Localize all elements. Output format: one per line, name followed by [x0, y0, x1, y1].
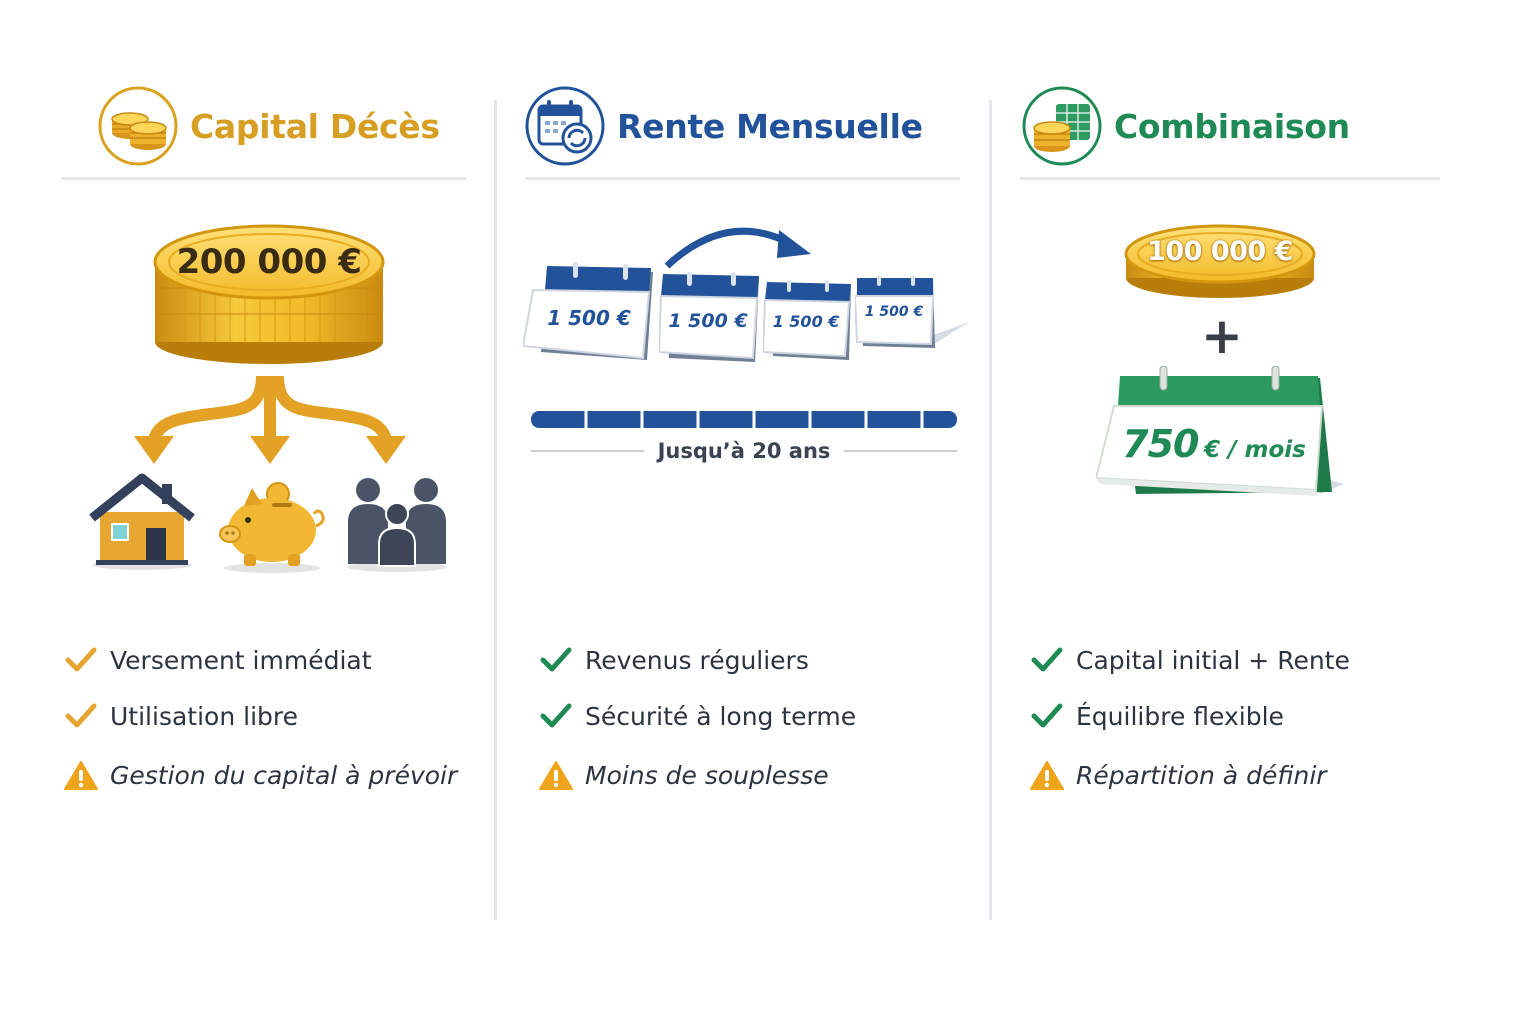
- column-divider: [494, 100, 497, 920]
- coin-stack-icon: [98, 86, 178, 166]
- calendar-amount: 1 500 €: [547, 306, 631, 330]
- feature-text: Revenus réguliers: [585, 645, 809, 675]
- calendar-amount: 1 500 €: [864, 304, 924, 320]
- capital-amount: 200 000 €: [176, 242, 362, 282]
- calendar-refresh-icon: [525, 86, 605, 166]
- coins-and-chart-icon: [1022, 86, 1102, 166]
- feature-text: Gestion du capital à prévoir: [110, 760, 458, 790]
- duration-bar: [531, 411, 957, 428]
- duration-label: Jusqu’à 20 ans: [657, 439, 831, 463]
- check-icon: [540, 703, 572, 728]
- column-header: Combinaison: [1022, 84, 1350, 168]
- feature-item: Équilibre flexible: [1030, 688, 1350, 744]
- column-title: Capital Décès: [190, 106, 440, 146]
- calendar-icon: [1096, 366, 1344, 496]
- monthly-unit: € / mois: [1204, 437, 1306, 463]
- warning-icon: [64, 761, 98, 790]
- duration-caption: Jusqu’à 20 ans: [531, 436, 957, 466]
- header-divider: [1020, 177, 1440, 180]
- column-header: Capital Décès: [98, 84, 440, 168]
- calendar-amount-line: 750 € / mois: [1096, 422, 1332, 466]
- feature-item: Capital initial + Rente: [1030, 632, 1350, 688]
- coin-stack-illustration: 200 000 €: [150, 218, 388, 368]
- feature-list: Capital initial + Rente Équilibre flexib…: [1030, 632, 1350, 806]
- feature-item: Versement immédiat: [64, 632, 457, 688]
- feature-list: Versement immédiat Utilisation libre Ges…: [64, 632, 457, 806]
- monthly-amount: 750: [1122, 422, 1199, 466]
- feature-text: Sécurité à long terme: [585, 701, 857, 731]
- feature-text: Capital initial + Rente: [1076, 645, 1350, 675]
- monthly-calendar: 750 € / mois: [1096, 366, 1346, 500]
- column-title: Rente Mensuelle: [617, 106, 923, 146]
- gold-coins-icon: [153, 224, 385, 364]
- gold-coin-icon: [1124, 224, 1316, 298]
- check-icon: [1031, 703, 1063, 728]
- feature-text: Utilisation libre: [110, 701, 298, 731]
- payment-calendar: 1 500 €: [523, 262, 655, 362]
- piggy-bank-icon: [219, 482, 325, 573]
- column-capital-deces: Capital Décès 200 000 €: [0, 0, 496, 1024]
- column-title: Combinaison: [1114, 106, 1350, 146]
- plus-sign: +: [1201, 307, 1243, 365]
- column-rente-mensuelle: Rente Mensuelle 1 500 €: [497, 0, 991, 1024]
- check-icon: [65, 703, 97, 728]
- feature-item: Répartition à définir: [1030, 744, 1350, 806]
- column-divider: [989, 100, 992, 920]
- payment-calendar: 1 500 €: [763, 280, 855, 362]
- column-combinaison: Combinaison 100 000 € + 750 € / mois: [992, 0, 1536, 1024]
- coin-amount: 100 000 €: [1147, 236, 1293, 267]
- check-icon: [65, 647, 97, 672]
- feature-text: Répartition à définir: [1076, 760, 1327, 790]
- family-icon: [347, 478, 447, 572]
- distribution-arrows: [134, 375, 406, 464]
- check-icon: [540, 647, 572, 672]
- calendar-row: 1 500 € 1 500 € 1 500 €: [523, 262, 973, 372]
- header-divider: [525, 177, 960, 180]
- header-divider: [61, 177, 466, 180]
- feature-text: Équilibre flexible: [1076, 701, 1284, 731]
- check-icon: [1031, 647, 1063, 672]
- feature-item: Gestion du capital à prévoir: [64, 744, 457, 806]
- feature-text: Versement immédiat: [110, 645, 372, 675]
- warning-icon: [1030, 761, 1064, 790]
- feature-item: Sécurité à long terme: [539, 688, 856, 744]
- warning-icon: [539, 761, 573, 790]
- column-header: Rente Mensuelle: [525, 84, 923, 168]
- payment-calendar: 1 500 €: [855, 276, 971, 356]
- payment-calendar: 1 500 €: [659, 272, 763, 364]
- coin-illustration: 100 000 €: [1122, 222, 1318, 302]
- feature-text: Moins de souplesse: [585, 760, 829, 790]
- feature-item: Utilisation libre: [64, 688, 457, 744]
- house-icon: [89, 473, 195, 570]
- progress-arrow-icon: [664, 227, 811, 269]
- calendar-amount: 1 500 €: [772, 312, 840, 331]
- feature-item: Revenus réguliers: [539, 632, 856, 688]
- feature-item: Moins de souplesse: [539, 744, 856, 806]
- feature-list: Revenus réguliers Sécurité à long terme …: [539, 632, 856, 806]
- calendar-amount: 1 500 €: [668, 310, 748, 332]
